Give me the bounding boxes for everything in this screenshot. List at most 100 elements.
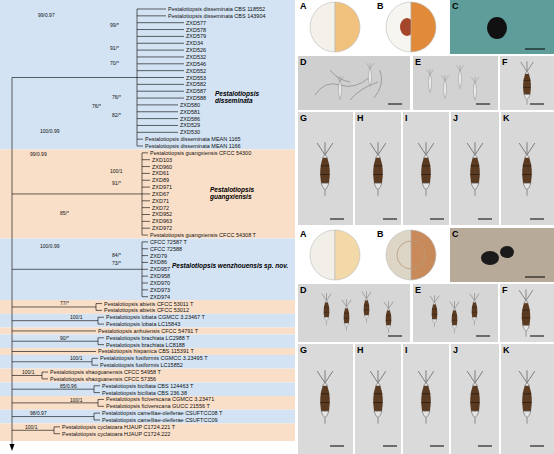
support-value: 100/0.99 [40, 128, 59, 134]
strain-label: ZXD974 [150, 294, 170, 300]
tree-branch [137, 77, 184, 78]
tree-branch [142, 193, 150, 194]
clade-band: Pestalotiopsis fusiformis CGMCC 3.23495 … [0, 355, 295, 369]
strain-label: CFCC 72588 [150, 246, 182, 252]
strain-label: CFCC 72587 T [150, 239, 187, 245]
micrograph [451, 112, 499, 225]
tree-branch [96, 310, 102, 311]
tree-branch [142, 269, 148, 270]
strain-label: ZXD578 [186, 27, 206, 33]
tree-branch [54, 433, 60, 434]
conidium [456, 65, 463, 89]
tree-branch [142, 241, 148, 242]
panel-letter: K [503, 113, 510, 123]
tree-branch [142, 187, 150, 188]
plate-bg [374, 228, 448, 282]
tree-branch [92, 358, 98, 359]
strain-label: ZXD526 [186, 47, 206, 53]
tree-branch [137, 98, 184, 99]
tree-branch [142, 207, 150, 208]
tree-branch [137, 50, 184, 51]
micrograph [413, 284, 498, 342]
support-value: 100/1 [22, 369, 35, 375]
tree-branch [12, 306, 96, 307]
tree-branch [137, 9, 166, 10]
panel-letter: I [405, 345, 408, 355]
clade-band [0, 149, 295, 238]
strain-label: Pestalotiopsis biciliata CBS 124463 T [102, 383, 193, 389]
tree-branch [137, 63, 184, 64]
conidium [342, 299, 351, 331]
tree-branch [142, 228, 150, 229]
strain-label: ZXD958 [150, 273, 170, 279]
panel-letter: C [452, 1, 459, 11]
tree-branch [98, 406, 104, 407]
tree-branch [98, 324, 104, 325]
conidium [366, 63, 373, 87]
support-value: 84/* [112, 252, 121, 258]
strain-label: ZXD67 [152, 191, 169, 197]
micrograph [501, 344, 554, 454]
strain-label: ZXD532 [186, 54, 206, 60]
tree-branch [98, 317, 104, 318]
strain-label: Pestalotiopsis hispanica CBS 115391 T [98, 348, 194, 354]
panel-letter: D [300, 57, 307, 67]
clade-band: Pestalotiopsis guangxiensis CFCC 54300ZX… [0, 149, 295, 238]
tree-branch [12, 269, 142, 270]
strain-label: ZXD552 [186, 68, 206, 74]
clade-band [0, 328, 295, 335]
tree-branch [137, 70, 184, 71]
tree-branch [12, 320, 98, 321]
clade-band: Pestalotiopsis biciliata CBS 124463 TPes… [0, 382, 295, 396]
support-value: 100/1 [70, 314, 83, 320]
support-value: 91/* [110, 45, 119, 51]
micrograph [403, 112, 449, 225]
panel-letter: H [357, 113, 364, 123]
panel-letter: A [300, 1, 307, 11]
strain-label: ZXD530 [180, 129, 200, 135]
tree-branch [137, 29, 184, 30]
micrograph [500, 284, 554, 342]
strain-label: ZXD546 [186, 61, 206, 67]
support-value: 99/0.99 [30, 151, 47, 157]
tree-branch [142, 173, 150, 174]
strain-label: Pestalotiopsis abietis CFCC 53012 [104, 307, 189, 313]
scale-bar [330, 104, 544, 219]
tree-branch [137, 36, 184, 37]
conidium [370, 370, 386, 423]
strain-label: ZXD586 [180, 116, 200, 122]
support-value: 100/1 [110, 168, 123, 174]
conidium [426, 69, 433, 93]
tree-branch [142, 296, 148, 297]
tree-branch [94, 392, 100, 393]
tree-branch [12, 402, 98, 403]
tree-branch [142, 283, 148, 284]
support-value: 98/0.97 [30, 410, 47, 416]
clade-band: Pestalotiopsis disseminata CBS 118552Pes… [0, 0, 295, 149]
strain-label: ZXD580 [180, 102, 200, 108]
strain-label: ZXD952 [152, 211, 172, 217]
clade-band: Pestalotiopsis hispanica CBS 115391 T [0, 348, 295, 355]
strain-label: Pestalotiopsis fusiformis LC15852 [100, 362, 183, 368]
clade-band [0, 355, 295, 369]
tree-branch [94, 385, 100, 386]
tree-branch [42, 378, 48, 379]
conidium [322, 293, 331, 325]
clade-label: Pestalotiopsis guangxiensis [210, 186, 294, 200]
panel-letter: D [300, 285, 307, 295]
micrograph [298, 284, 410, 342]
clade-band: Pestalotiopsis shaoguanensis CFCC 54958 … [0, 369, 295, 383]
panel-letter: A [300, 229, 307, 239]
conidium [450, 301, 459, 333]
tree-branch [137, 104, 178, 105]
tree-branch [90, 330, 96, 331]
strain-label: Pestalotiopsis guangxiensis CFCC 54300 [150, 150, 251, 156]
plate-bg [298, 0, 372, 54]
clade-band [0, 369, 295, 383]
micrograph [355, 112, 401, 225]
panel-letter: I [405, 113, 408, 123]
scale-bar [525, 49, 545, 50]
tree-branch [137, 118, 178, 119]
colony-ring [397, 241, 425, 269]
tree-arrow [10, 444, 15, 451]
